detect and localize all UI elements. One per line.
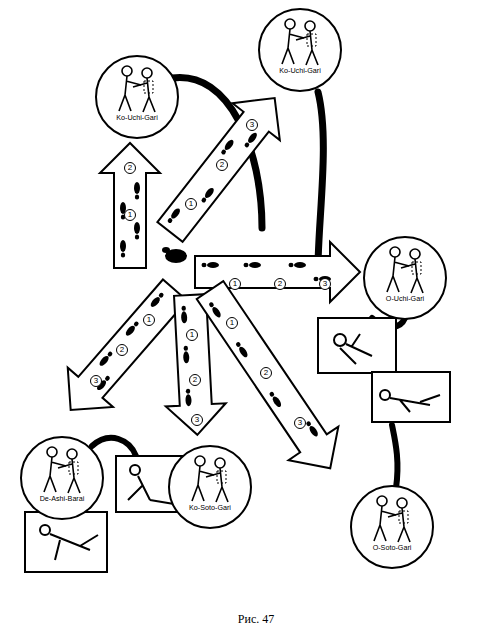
technique-name: Ko-Soto-Gari xyxy=(170,503,250,512)
judoka-figure xyxy=(170,447,250,527)
technique-circle: Ko-Soto-Gari xyxy=(168,445,252,529)
step-number: 1 xyxy=(143,314,155,326)
step-number: 1 xyxy=(226,317,238,329)
step-number: 1 xyxy=(185,198,197,210)
step-number: 3 xyxy=(294,417,306,429)
step-number: 1 xyxy=(229,278,241,290)
step-number: 1 xyxy=(124,209,136,221)
judoka-figure xyxy=(352,487,432,567)
step-number: 2 xyxy=(124,162,136,174)
step-number: 1 xyxy=(186,329,198,341)
step-number: 2 xyxy=(116,344,128,356)
technique-name: O-Soto-Gari xyxy=(352,543,432,552)
technique-name: De-Ashi-Barai xyxy=(22,494,102,503)
step-number: 2 xyxy=(189,374,201,386)
technique-name: O-Uchi-Gari xyxy=(365,294,445,303)
judoka-figure xyxy=(22,438,102,518)
judoka-figure xyxy=(260,10,340,90)
step-number: 2 xyxy=(216,159,228,171)
step-number: 3 xyxy=(319,278,331,290)
judoka-figure xyxy=(365,238,445,318)
judoka-figure xyxy=(97,57,177,137)
technique-name: Ko-Uchi-Gari xyxy=(260,66,340,75)
step-number: 3 xyxy=(90,375,102,387)
technique-circle: O-Uchi-Gari xyxy=(363,236,447,320)
technique-circle: O-Soto-Gari xyxy=(350,485,434,569)
technique-circle: Ko-Uchi-Gari xyxy=(258,8,342,92)
technique-circle: De-Ashi-Barai xyxy=(20,436,104,520)
step-number: 2 xyxy=(274,278,286,290)
technique-circle: Ko-Uchi-Gari xyxy=(95,55,179,139)
figure-caption: Рис. 47 xyxy=(238,612,274,627)
technique-name: Ko-Uchi-Gari xyxy=(97,113,177,122)
step-number: 3 xyxy=(246,119,258,131)
step-number: 2 xyxy=(260,367,272,379)
step-number: 3 xyxy=(191,414,203,426)
